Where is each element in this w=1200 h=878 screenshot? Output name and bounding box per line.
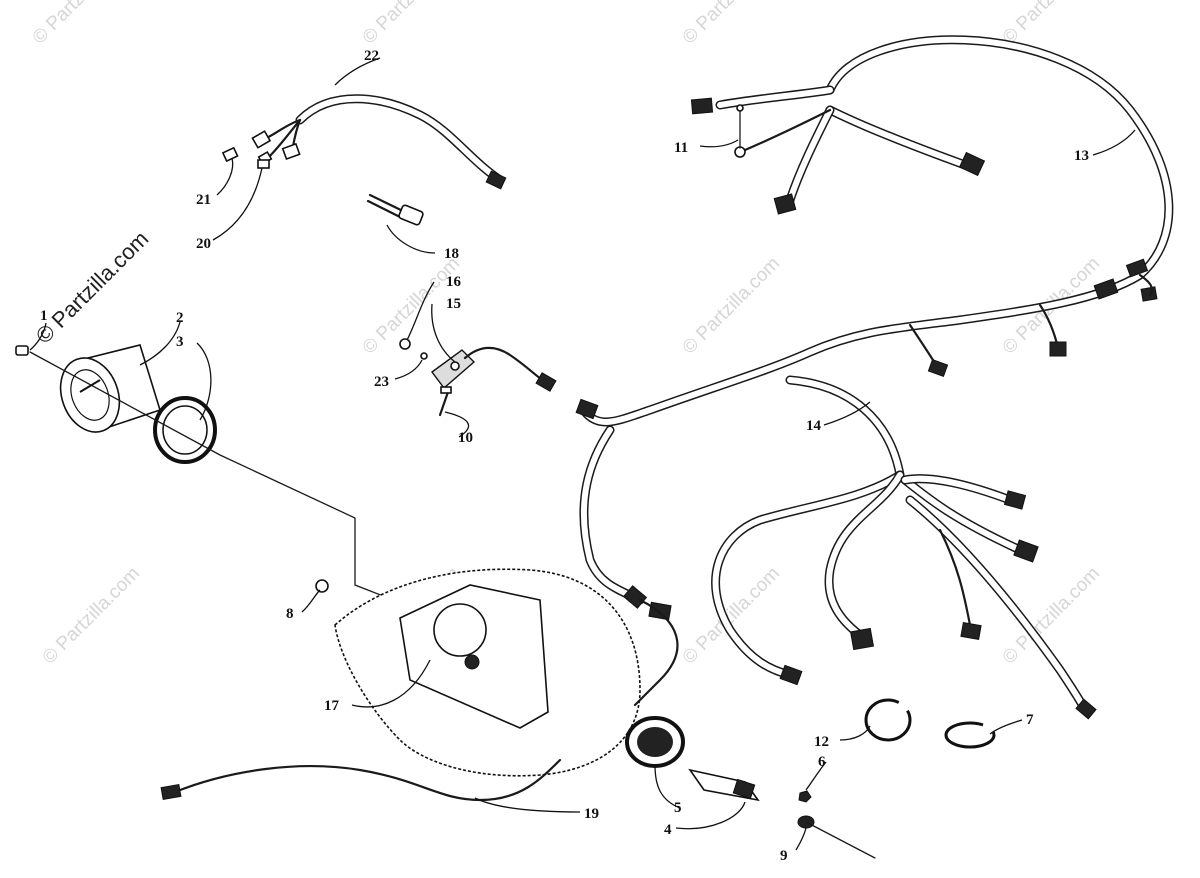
callout-9: 9 bbox=[780, 848, 788, 864]
watermark: © Partzilla.com bbox=[999, 0, 1104, 49]
callout-18: 18 bbox=[444, 246, 459, 262]
callout-7: 7 bbox=[1026, 712, 1034, 728]
callout-12: 12 bbox=[814, 734, 829, 750]
callout-23: 23 bbox=[374, 374, 389, 390]
harness-14[interactable] bbox=[575, 375, 1097, 720]
screw-10[interactable] bbox=[438, 386, 452, 417]
watermark: © Partzilla.com bbox=[29, 0, 134, 49]
watermark: © Partzilla.com bbox=[679, 563, 784, 668]
leader-lines bbox=[29, 57, 1136, 851]
cable-19[interactable] bbox=[160, 758, 562, 802]
ring-3[interactable] bbox=[153, 396, 217, 464]
bulb-1[interactable] bbox=[15, 345, 29, 356]
bulb-20[interactable] bbox=[257, 159, 270, 169]
watermark: © Partzilla.com bbox=[39, 563, 144, 668]
clamp-7[interactable] bbox=[944, 721, 996, 749]
callout-14: 14 bbox=[806, 418, 822, 434]
grommet-5[interactable] bbox=[625, 716, 685, 768]
callout-17: 17 bbox=[324, 698, 340, 714]
callout-22: 22 bbox=[364, 48, 379, 64]
watermark-main: © Partzilla.com bbox=[31, 226, 154, 349]
clamp-12[interactable] bbox=[864, 698, 912, 742]
callout-10: 10 bbox=[458, 430, 473, 446]
callout-6: 6 bbox=[818, 754, 826, 770]
callout-5: 5 bbox=[674, 800, 682, 816]
watermark: © Partzilla.com bbox=[679, 0, 784, 49]
callout-4: 4 bbox=[664, 822, 672, 838]
callout-8: 8 bbox=[286, 606, 294, 622]
washer-23[interactable] bbox=[420, 352, 428, 360]
dash-panel-17[interactable] bbox=[334, 568, 641, 777]
switch-bracket-15[interactable] bbox=[431, 346, 557, 392]
plunger-9[interactable] bbox=[797, 815, 876, 859]
watermark-layer: © Partzilla.com © Partzilla.com © Partzi… bbox=[29, 0, 1104, 669]
harness-22[interactable] bbox=[251, 94, 507, 190]
plug-18[interactable] bbox=[366, 193, 424, 226]
harness-13[interactable] bbox=[580, 35, 1174, 427]
nut-16[interactable] bbox=[399, 338, 411, 350]
ground-wire-11[interactable] bbox=[736, 104, 744, 149]
callout-16: 16 bbox=[446, 274, 462, 290]
callout-20: 20 bbox=[196, 236, 211, 252]
callout-3: 3 bbox=[176, 334, 184, 350]
callout-1: 1 bbox=[40, 308, 48, 324]
callout-19: 19 bbox=[584, 806, 599, 822]
callout-15: 15 bbox=[446, 296, 461, 312]
watermark: © Partzilla.com bbox=[679, 253, 784, 358]
callout-13: 13 bbox=[1074, 148, 1089, 164]
nut-6[interactable] bbox=[798, 790, 812, 803]
switch-4[interactable] bbox=[688, 768, 760, 802]
callout-2: 2 bbox=[176, 310, 184, 326]
callout-11: 11 bbox=[674, 140, 688, 156]
watermark: © Partzilla.com bbox=[359, 0, 464, 49]
callout-labels: 1 2 3 4 5 6 7 8 9 10 11 12 13 14 15 16 1… bbox=[40, 48, 1089, 864]
plug-8[interactable] bbox=[315, 579, 329, 593]
bulb-21[interactable] bbox=[221, 146, 239, 163]
callout-21: 21 bbox=[196, 192, 211, 208]
